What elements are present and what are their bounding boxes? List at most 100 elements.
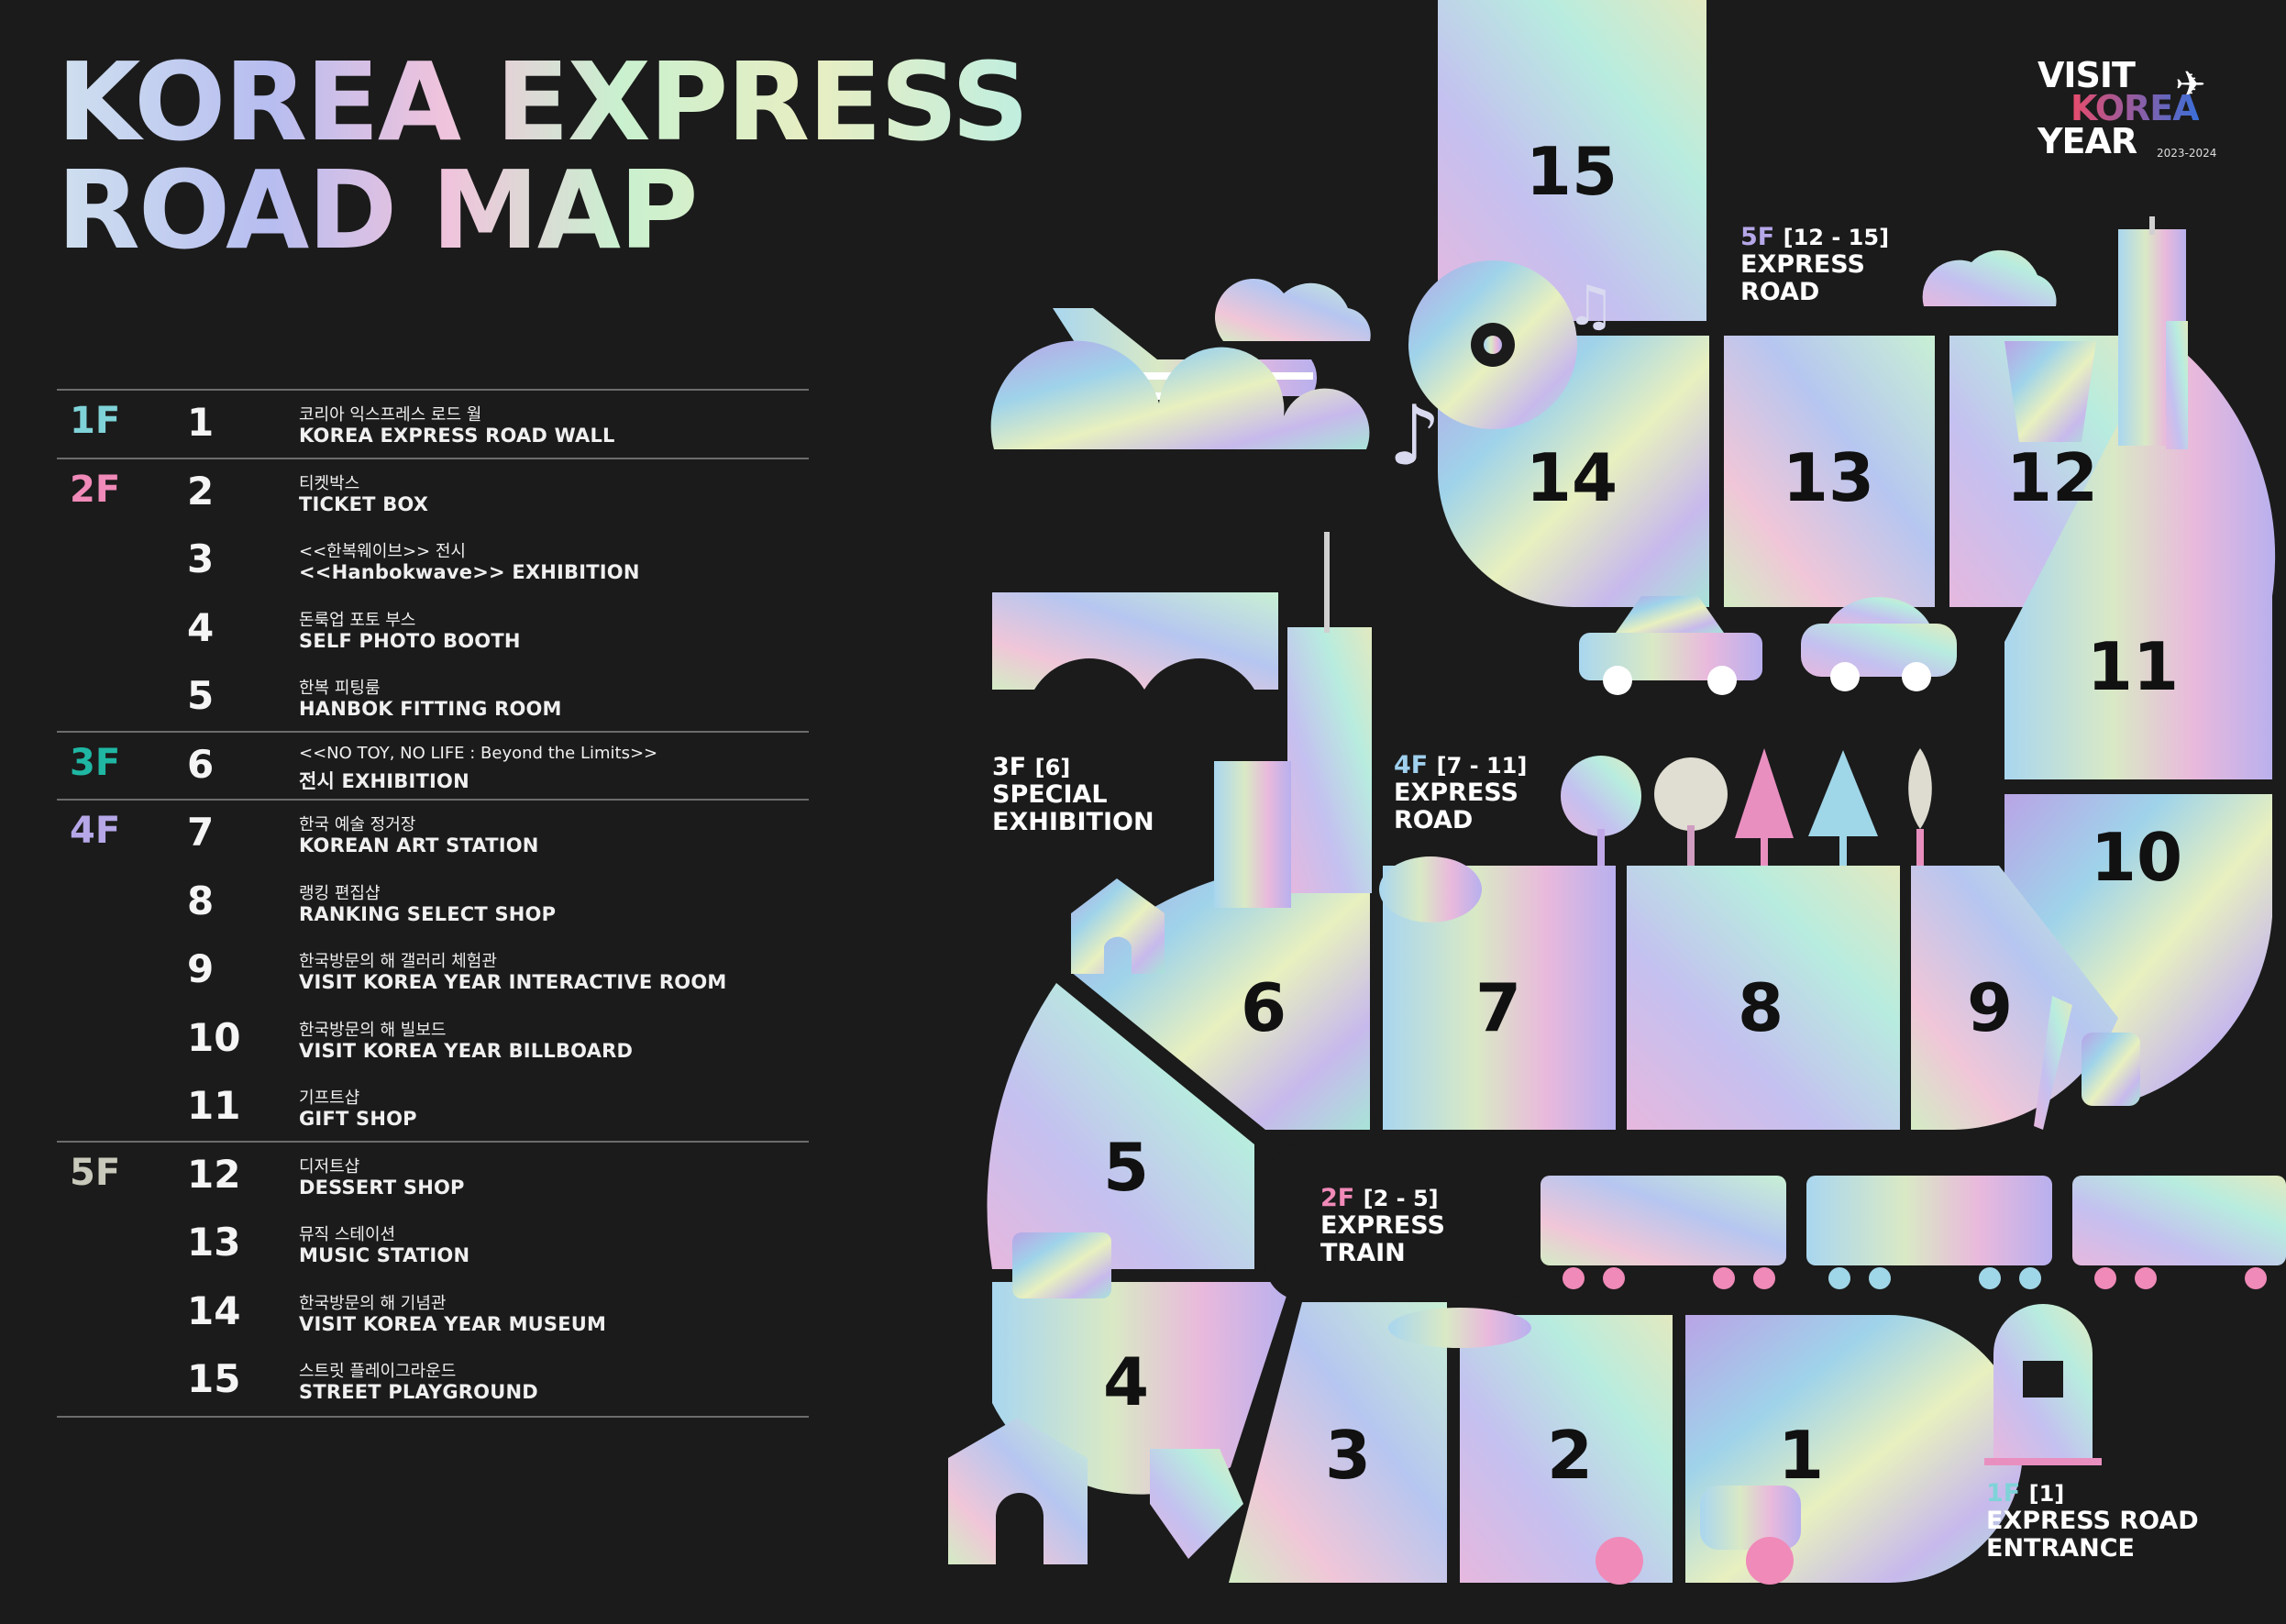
- house-icon: [948, 1418, 1088, 1564]
- zone-range: [2 - 5]: [1363, 1186, 1439, 1211]
- legend-divider: [57, 1415, 809, 1418]
- map-number-14: 14: [1526, 439, 1618, 516]
- legend-number: 3: [187, 536, 215, 581]
- zone-floor: 4F: [1394, 751, 1429, 779]
- legend-english-name: GIFT SHOP: [299, 1108, 417, 1130]
- legend-korean-name: 한국 예술 정거장: [299, 815, 416, 834]
- map-number-10: 10: [2091, 819, 2182, 896]
- legend-korean-name: 한국방문의 해 갤러리 체험관: [299, 952, 497, 971]
- legend-number: 10: [187, 1014, 241, 1060]
- legend-korean-name: 랭킹 편집샵: [299, 883, 381, 903]
- legend-english-name: MUSIC STATION: [299, 1244, 470, 1266]
- legend-english-name: 전시 EXHIBITION: [299, 769, 469, 792]
- legend-english-name: RANKING SELECT SHOP: [299, 902, 557, 925]
- legend-number: 14: [187, 1287, 241, 1333]
- zone-line-1: EXPRESS: [1740, 250, 1865, 279]
- map-number-4: 4: [1103, 1343, 1149, 1420]
- car-illustration: [1801, 597, 1957, 691]
- zone-label-1f: 1F [1] EXPRESS ROAD ENTRANCE: [1986, 1480, 2199, 1563]
- legend-number: 12: [187, 1151, 241, 1197]
- map-number-11: 11: [2087, 628, 2179, 705]
- zone-range: [6]: [1034, 755, 1071, 780]
- zone-line-2: TRAIN: [1320, 1239, 1406, 1267]
- zone-line-1: EXPRESS: [1394, 779, 1518, 807]
- legend-english-name: HANBOK FITTING ROOM: [299, 698, 562, 720]
- legend-english-name: <<Hanbokwave>> EXHIBITION: [299, 561, 640, 583]
- logo-years: 2023-2024: [2157, 147, 2217, 160]
- visit-korea-year-logo: VISIT ✈ KOREA YEAR 2023-2024: [2038, 57, 2221, 167]
- legend-divider: [57, 1140, 809, 1143]
- zone-range: [7 - 11]: [1436, 753, 1528, 779]
- map-zone-10: [2004, 794, 2272, 1099]
- legend-korean-name: 티켓박스: [299, 473, 360, 493]
- map-zone-2: [1460, 1315, 1673, 1583]
- map-number-15: 15: [1526, 133, 1618, 210]
- legend-korean-name: 한복 피팅룸: [299, 679, 381, 698]
- legend-english-name: STREET PLAYGROUND: [299, 1381, 538, 1403]
- zone-floor: 2F: [1320, 1184, 1355, 1212]
- music-note-icon: ♪: [1388, 388, 1441, 484]
- legend-number: 4: [187, 604, 215, 650]
- zone-line-2: ROAD: [1394, 806, 1474, 834]
- zone-label-4f: 4F [7 - 11] EXPRESS ROAD: [1394, 752, 1527, 834]
- legend-english-name: KOREA EXPRESS ROAD WALL: [299, 425, 615, 447]
- zone-floor: 1F: [1986, 1479, 2021, 1508]
- cloud-icon: [1214, 278, 1371, 341]
- zone-line-2: ENTRANCE: [1986, 1534, 2135, 1563]
- map-number-3: 3: [1325, 1417, 1371, 1494]
- map-zone-11: [2004, 336, 2276, 779]
- legend-number: 6: [187, 741, 215, 787]
- map-number-2: 2: [1547, 1417, 1593, 1494]
- zone-label-5f: 5F [12 - 15] EXPRESS ROAD: [1740, 224, 1889, 306]
- camera-icon: [1012, 1232, 1111, 1298]
- map-zone-5: [987, 983, 1254, 1269]
- map-zone-3: [1229, 1302, 1447, 1583]
- legend-number: 15: [187, 1356, 241, 1401]
- legend-korean-name: 돈룩업 포토 부스: [299, 610, 416, 630]
- airplane-icon: ✈: [2175, 64, 2206, 106]
- legend-number: 13: [187, 1220, 241, 1265]
- legend-english-name: DESSERT SHOP: [299, 1176, 465, 1199]
- cloud-icon: [1922, 249, 2057, 306]
- legend-divider: [57, 389, 809, 391]
- entrance-door-illustration: [1984, 1304, 2102, 1465]
- map-number-5: 5: [1103, 1129, 1149, 1206]
- zone-label-2f: 2F [2 - 5] EXPRESS TRAIN: [1320, 1185, 1445, 1267]
- legend-korean-name: 코리아 익스프레스 로드 월: [299, 405, 482, 425]
- legend-floor: 4F: [70, 810, 121, 852]
- logo-line-2: KOREA: [2071, 88, 2200, 128]
- legend-english-name: VISIT KOREA YEAR MUSEUM: [299, 1312, 607, 1335]
- hanbok-icon: [1150, 1449, 1243, 1559]
- legend-floor: 2F: [70, 468, 121, 511]
- legend-number: 5: [187, 673, 215, 718]
- map-zone-9: [1911, 866, 2118, 1130]
- hat-icon: [1388, 1308, 1531, 1348]
- legend-korean-name: <<한복웨이브>> 전시: [299, 542, 466, 561]
- legend-row: 3 <<한복웨이브>> 전시<<Hanbokwave>> EXHIBITION: [57, 525, 809, 594]
- legend-korean-name: 뮤직 스테이션: [299, 1225, 396, 1244]
- zone-line-2: ROAD: [1740, 278, 1820, 306]
- legend-korean-name: <<NO TOY, NO LIFE : Beyond the Limits>>: [299, 743, 658, 763]
- legend-number: 1: [187, 400, 215, 445]
- zone-range: [12 - 15]: [1783, 225, 1890, 250]
- map-number-9: 9: [1967, 969, 2013, 1046]
- scooter-illustration: [1596, 1486, 1801, 1585]
- legend-floor: 3F: [70, 741, 121, 784]
- skyscraper-illustration: [2118, 216, 2188, 449]
- map-number-6: 6: [1241, 969, 1287, 1046]
- legend-korean-name: 한국방문의 해 기념관: [299, 1293, 447, 1313]
- legend-row: 3F 6 <<NO TOY, NO LIFE : Beyond the Limits…: [57, 731, 809, 800]
- legend-english-name: VISIT KOREA YEAR INTERACTIVE ROOM: [299, 971, 727, 993]
- drink-cup-icon: [2004, 341, 2096, 442]
